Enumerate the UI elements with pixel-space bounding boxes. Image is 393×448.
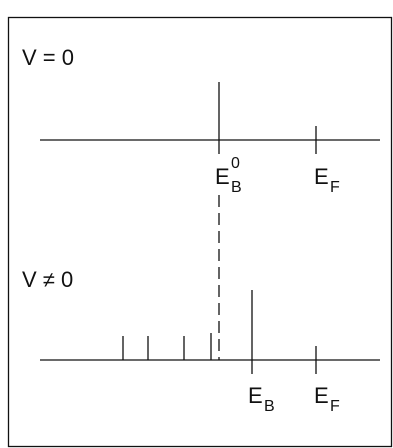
top-condition-label: V = 0: [22, 45, 74, 70]
bottom-binding-energy-label: E: [248, 383, 263, 408]
top-binding-energy-sub: B: [231, 179, 242, 196]
top-binding-energy-label: E: [215, 164, 230, 189]
top-fermi-energy-sub: F: [330, 179, 340, 196]
bottom-fermi-energy-sub: F: [330, 398, 340, 415]
bottom-binding-energy-sub: B: [264, 398, 275, 415]
bottom-condition-label: V ≠ 0: [22, 267, 73, 292]
top-binding-energy-sup: 0: [231, 155, 240, 172]
bottom-fermi-energy-label: E: [314, 383, 329, 408]
diagram-border: [7, 16, 393, 448]
top-fermi-energy-label: E: [314, 164, 329, 189]
